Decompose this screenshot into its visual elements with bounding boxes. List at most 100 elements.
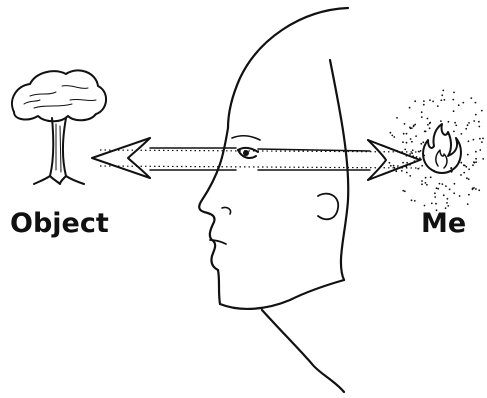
radiance-dot — [421, 165, 423, 167]
radiance-dot — [473, 120, 475, 122]
radiance-dot — [437, 105, 439, 107]
radiance-dot — [424, 205, 426, 207]
radiance-dot — [390, 132, 392, 134]
radiance-dot — [448, 121, 450, 123]
radiance-dot — [475, 188, 477, 190]
radiance-dot — [421, 183, 423, 185]
radiance-dot — [404, 149, 406, 151]
radiance-dot — [414, 124, 416, 126]
radiance-dot — [465, 128, 467, 130]
radiance-dot — [449, 189, 451, 191]
radiance-dot — [411, 199, 413, 201]
radiance-dot — [425, 177, 427, 179]
radiance-dot — [414, 100, 416, 102]
radiance-dot — [453, 131, 455, 133]
radiance-dot — [421, 116, 423, 118]
radiance-dot — [406, 133, 408, 135]
radiance-dot — [453, 192, 455, 194]
radiance-dot — [434, 196, 436, 198]
radiance-dot — [411, 141, 413, 143]
radiance-dot — [429, 127, 431, 129]
radiance-dot — [472, 164, 474, 166]
radiance-dot — [447, 198, 449, 200]
radiance-dot — [429, 99, 431, 101]
radiance-dot — [442, 183, 444, 185]
radiance-dot — [440, 99, 442, 101]
radiance-dot — [475, 151, 477, 153]
radiance-dot — [431, 203, 433, 205]
radiance-dot — [478, 126, 480, 128]
radiance-dot — [463, 172, 465, 174]
radiance-dot — [430, 176, 432, 178]
radiance-dot — [411, 152, 413, 154]
radiance-dot — [473, 139, 475, 141]
radiance-dot — [441, 94, 443, 96]
radiance-dot — [466, 177, 468, 179]
radiance-dot — [479, 138, 481, 140]
radiance-dot — [437, 188, 439, 190]
radiance-dot — [435, 203, 437, 205]
radiance-dot — [479, 149, 481, 151]
radiance-dot — [481, 110, 483, 112]
radiance-dot — [462, 102, 464, 104]
object-label: Object — [10, 208, 109, 239]
radiance-dot — [390, 165, 392, 167]
radiance-dot — [409, 175, 411, 177]
radiance-dot — [389, 162, 391, 164]
radiance-dot — [468, 122, 470, 124]
radiance-dot — [482, 138, 484, 140]
radiance-dot — [478, 121, 480, 123]
radiance-dot — [402, 141, 404, 143]
radiance-dot — [454, 122, 456, 124]
radiance-dot — [434, 192, 436, 194]
radiance-dot — [439, 183, 441, 185]
radiance-dot — [404, 123, 406, 125]
radiance-dot — [401, 170, 403, 172]
radiance-dot — [460, 162, 462, 164]
radiance-dot — [461, 133, 463, 135]
radiance-dot — [413, 126, 415, 128]
radiance-dot — [412, 149, 414, 151]
radiance-dot — [422, 141, 424, 143]
radiance-dot — [404, 190, 406, 192]
radiance-dot — [442, 90, 444, 92]
radiance-dot — [460, 174, 462, 176]
radiance-dot — [468, 168, 470, 170]
radiance-dot — [402, 162, 404, 164]
sight-lines — [100, 150, 420, 168]
radiance-dot — [406, 162, 408, 164]
radiance-dot — [445, 185, 447, 187]
radiance-dot — [447, 205, 449, 207]
radiance-dot — [467, 124, 469, 126]
radiance-dot — [450, 167, 452, 169]
radiance-dot — [459, 195, 461, 197]
radiance-dot — [446, 202, 448, 204]
radiance-dot — [470, 97, 472, 99]
radiance-dot — [475, 102, 477, 104]
radiance-dot — [409, 127, 411, 129]
radiance-dot — [443, 194, 445, 196]
radiance-dot — [478, 189, 480, 191]
radiance-dot — [406, 142, 408, 144]
radiance-dot — [409, 107, 411, 109]
radiance-dot — [403, 133, 405, 135]
radiance-dot — [421, 180, 423, 182]
radiance-dot — [417, 168, 419, 170]
radiance-dot — [453, 110, 455, 112]
radiance-dot — [418, 151, 420, 153]
radiance-dot — [467, 154, 469, 156]
radiance-dot — [397, 165, 399, 167]
me-label: Me — [421, 208, 466, 239]
radiance-dot — [473, 161, 475, 163]
radiance-dot — [475, 161, 477, 163]
double-arrow-icon — [92, 138, 420, 180]
radiance-dot — [410, 138, 412, 140]
radiance-dot — [415, 135, 417, 137]
radiance-dot — [427, 118, 429, 120]
radiance-dot — [458, 104, 460, 106]
radiance-dot — [472, 188, 474, 190]
radiance-dot — [440, 120, 442, 122]
radiance-dot — [455, 125, 457, 127]
tree-icon — [12, 70, 106, 184]
